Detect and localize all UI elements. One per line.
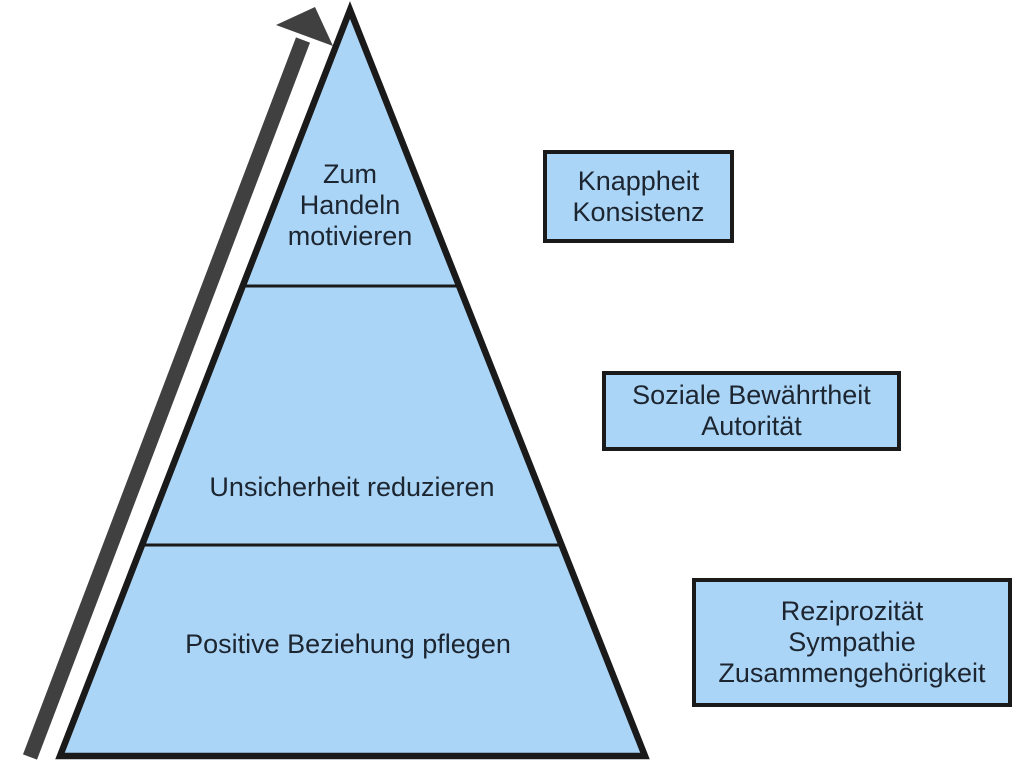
side-box-middle-line: Soziale Bewährtheit (632, 380, 871, 410)
pyramid-level-top-line: Handeln (299, 190, 401, 220)
pyramid-level-top-line: motivieren (287, 221, 413, 251)
pyramid-level-middle-line: Unsicherheit reduzieren (209, 472, 495, 502)
side-box-bottom-line: Zusammengehörigkeit (718, 658, 986, 688)
side-box-top: Knappheit Konsistenz (543, 150, 734, 243)
side-box-middle-line: Autorität (701, 411, 802, 441)
pyramid-level-middle-label: Unsicherheit reduzieren (172, 472, 532, 503)
pyramid-shape (55, 1, 650, 760)
side-box-bottom: Reziprozität Sympathie Zusammengehörigke… (692, 578, 1012, 707)
up-arrow-icon (22, 7, 333, 760)
arrow-shaft (22, 37, 311, 760)
side-box-bottom-line: Reziprozität (780, 596, 924, 626)
side-box-top-line: Knappheit (577, 165, 700, 196)
pyramid-level-top-label: Zum Handeln motivieren (250, 159, 450, 252)
side-box-middle: Soziale Bewährtheit Autorität (602, 371, 901, 451)
side-box-bottom-line: Sympathie (788, 627, 916, 657)
pyramid-level-bottom-line: Positive Beziehung pflegen (185, 629, 511, 659)
pyramid-level-bottom-label: Positive Beziehung pflegen (156, 629, 540, 660)
side-box-top-line: Konsistenz (572, 196, 705, 227)
pyramid-level-top-line: Zum (323, 159, 377, 189)
arrow-head (276, 7, 333, 46)
